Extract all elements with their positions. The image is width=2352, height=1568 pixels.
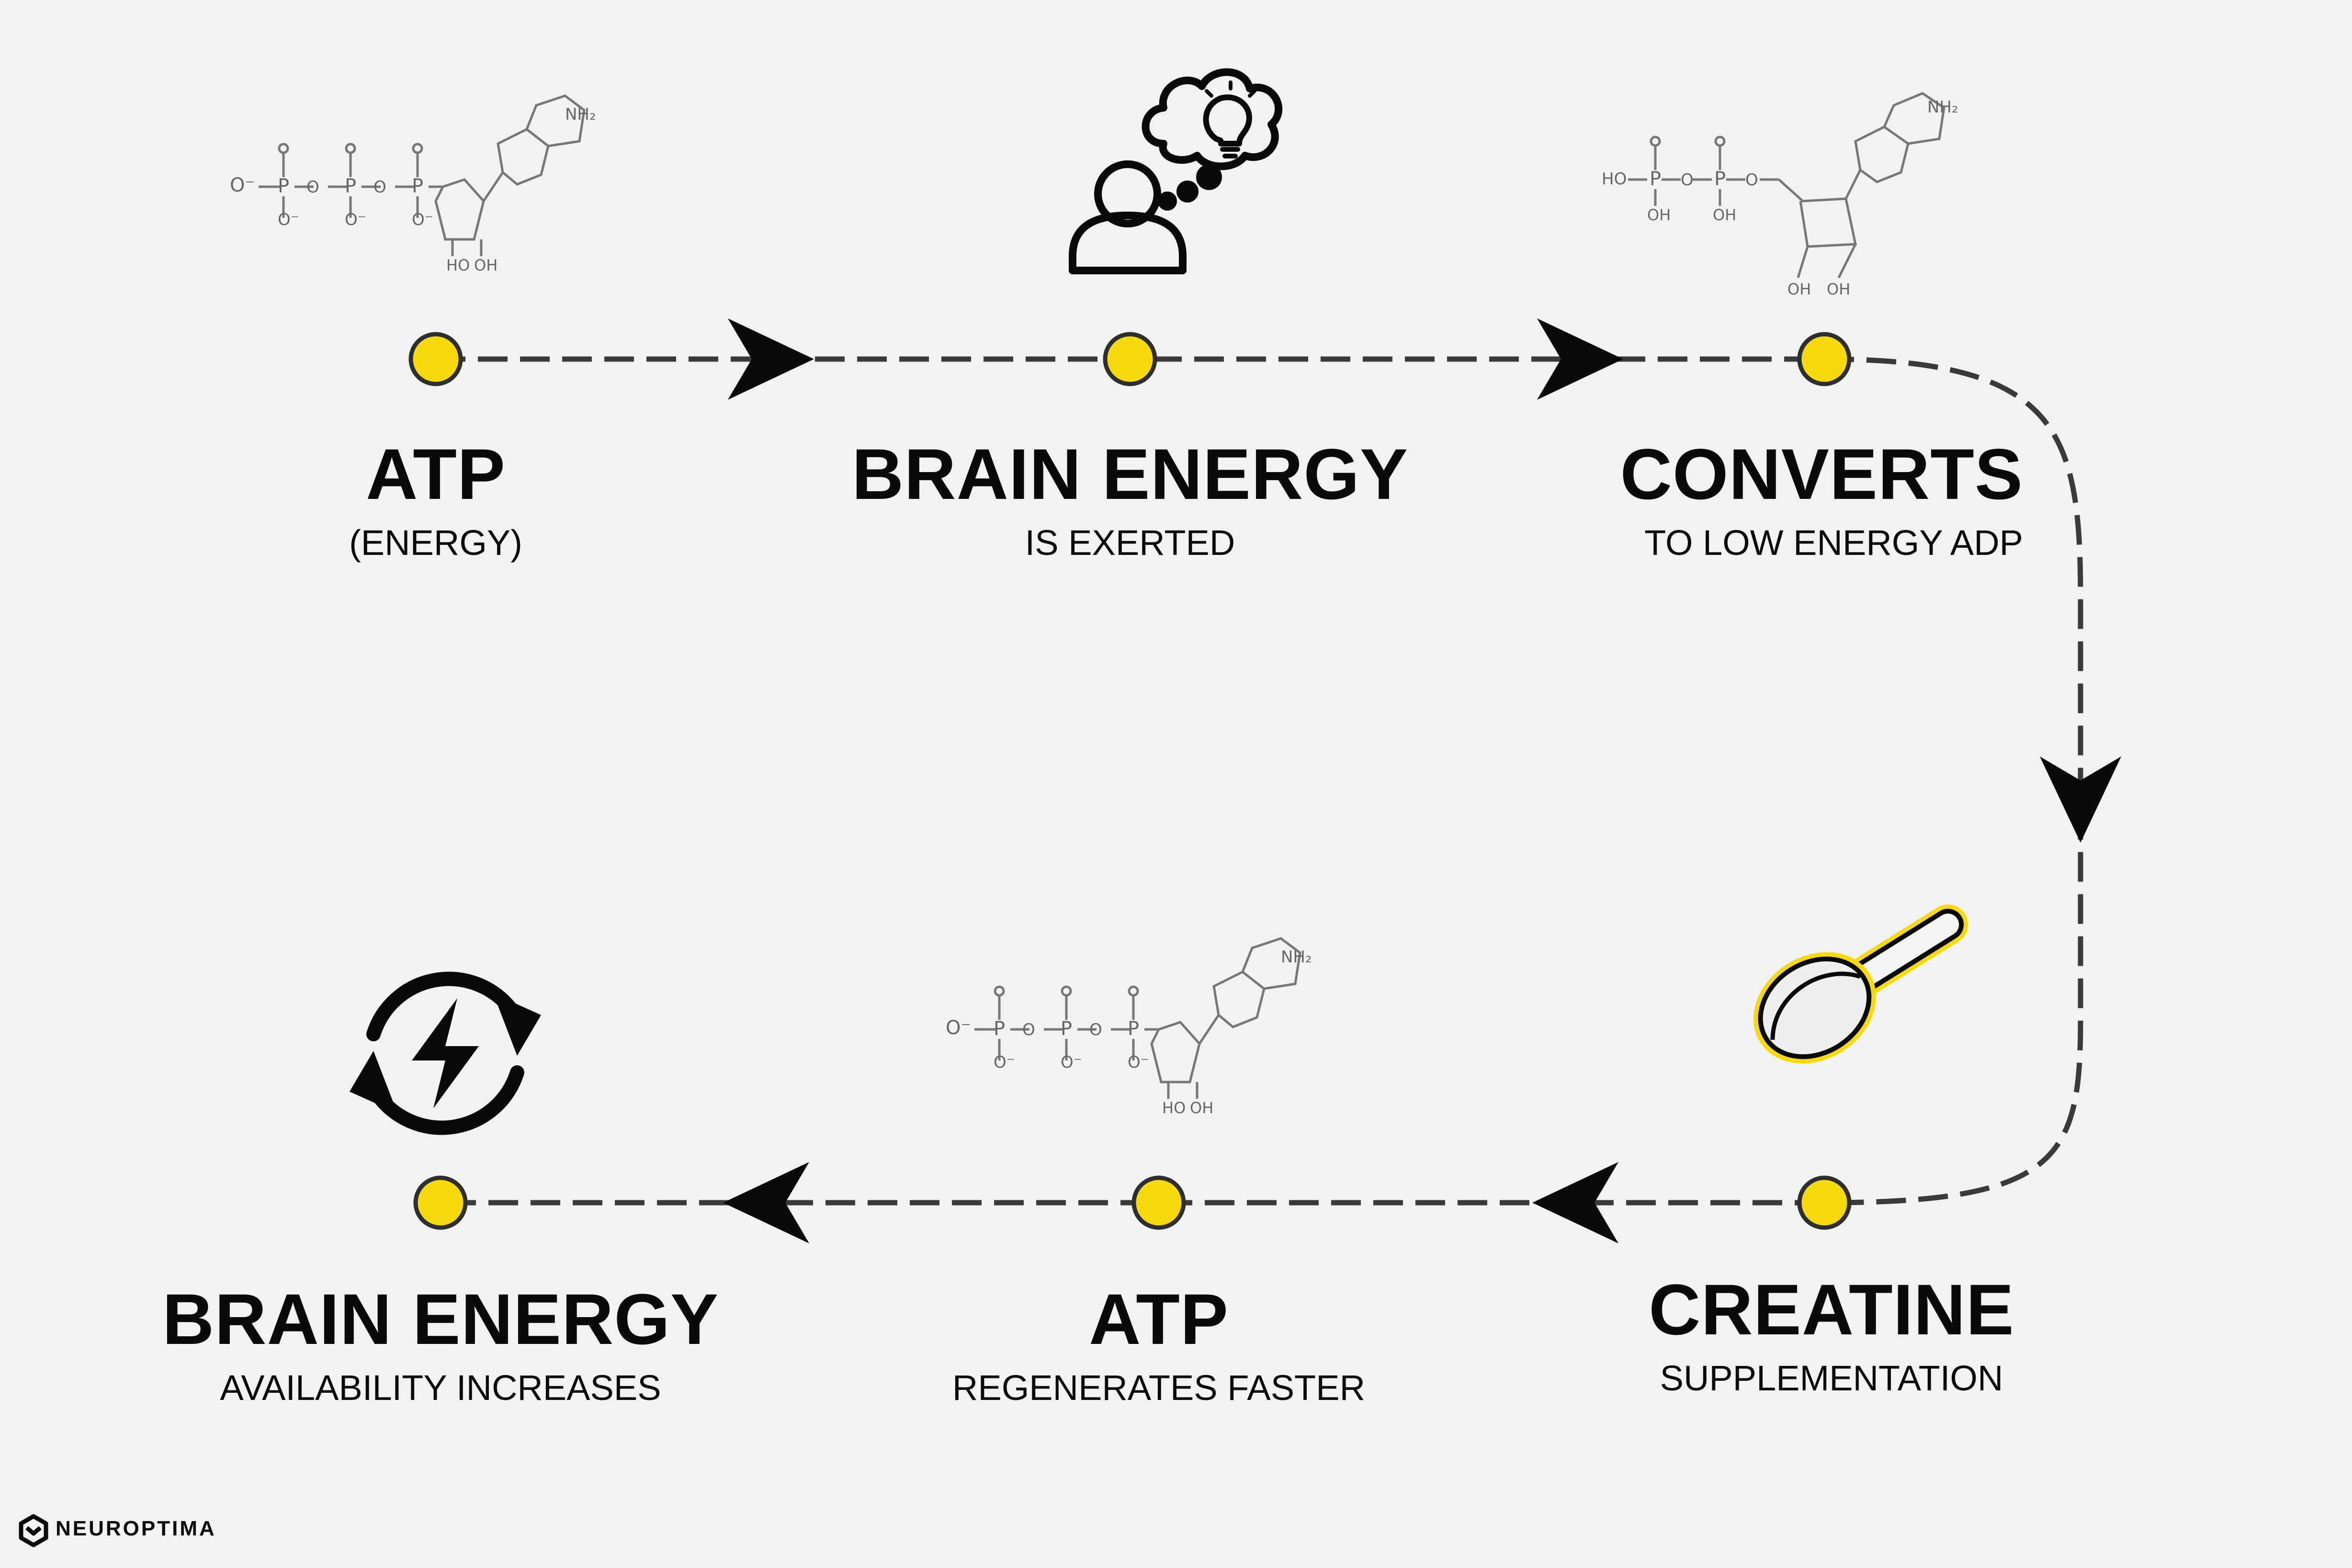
step-title: BRAIN ENERGY [162, 1279, 719, 1359]
charge-4: O⁻ [412, 210, 433, 229]
step-subtitle: REGENERATES FASTER [952, 1368, 1366, 1408]
neuroptima-logo-icon [19, 1514, 48, 1547]
step-subtitle: TO LOW ENERGY ADP [1644, 523, 2023, 563]
step-atp-label: ATP (ENERGY) [297, 438, 575, 561]
adp-hydroxyl-1: OH [1787, 280, 1811, 298]
measuring-scoop-icon [1753, 904, 1968, 1064]
node-converts [1797, 332, 1852, 386]
phosphate-p3: P [412, 175, 423, 197]
step-subtitle: AVAILABILITY INCREASES [220, 1368, 661, 1408]
node-atp-regenerates [1131, 1175, 1186, 1230]
phosphate-p1: P [278, 175, 289, 197]
arrow-right-1 [728, 318, 814, 400]
amine-label: NH₂ [565, 105, 596, 124]
charge-b3: O⁻ [1061, 1053, 1082, 1072]
atp-molecule-regenerated-icon: O⁻ P P P O O O⁻ O⁻ O⁻ NH₂ HO OH [946, 937, 1312, 1117]
step-subtitle: IS EXERTED [1025, 523, 1235, 563]
node-brain-energy-increases [413, 1175, 468, 1230]
brand-wordmark: NEUROPTIMA [20, 1517, 216, 1541]
step-subtitle: SUPPLEMENTATION [1660, 1358, 2003, 1398]
node-brain-energy [1103, 332, 1157, 386]
phosphate-b3: P [1128, 1018, 1139, 1040]
bridge-o2: O [373, 178, 386, 197]
phosphate-b1: P [994, 1018, 1005, 1040]
step-title: ATP [1089, 1279, 1229, 1359]
adp-oh-1: OH [1647, 206, 1671, 224]
step-title: BRAIN ENERGY [851, 434, 1409, 514]
step-brain-energy-label: BRAIN ENERGY IS EXERTED [819, 438, 1441, 561]
hydroxyl-2: OH [474, 256, 498, 274]
charge-b4: O⁻ [1128, 1053, 1149, 1072]
hydroxyl-b2: OH [1190, 1099, 1213, 1117]
adp-oh-2: OH [1713, 206, 1736, 224]
adp-hydroxyl-2: OH [1827, 280, 1850, 298]
step-converts-label: CONVERTS TO LOW ENERGY ADP [1532, 438, 2023, 561]
phosphate-b2: P [1061, 1018, 1072, 1040]
bridge-o1: O [306, 178, 319, 197]
adp-p1: P [1650, 168, 1661, 190]
node-atp [408, 332, 463, 386]
bridge-b1: O [1022, 1020, 1035, 1039]
step-atp-regenerates-label: ATP REGENERATES FASTER [886, 1283, 1432, 1406]
node-creatine [1797, 1175, 1852, 1230]
bridge-b2: O [1089, 1020, 1102, 1039]
amine-label-b: NH₂ [1281, 948, 1312, 967]
step-creatine-label: CREATINE SUPPLEMENTATION [1604, 1274, 2059, 1396]
arrow-down [2040, 756, 2121, 843]
arrow-left-1 [1532, 1162, 1618, 1243]
charge-3: O⁻ [345, 210, 366, 229]
step-subtitle: (ENERGY) [349, 523, 522, 563]
energy-cycle-icon [350, 971, 541, 1135]
thinking-person-lightbulb-icon [1069, 68, 1283, 274]
terminal-ho: HO [1602, 169, 1627, 189]
hydroxyl-b1: HO [1162, 1099, 1186, 1117]
charge-label: O⁻ [230, 174, 255, 196]
charge-b2: O⁻ [994, 1053, 1015, 1072]
atp-molecule-icon: O⁻ P P P O O O⁻ O⁻ O⁻ NH₂ HO OH [230, 94, 596, 274]
adp-amine: NH₂ [1927, 98, 1958, 117]
phosphate-p2: P [345, 175, 356, 197]
adp-link-o: O [1745, 170, 1758, 190]
charge-2: O⁻ [278, 210, 299, 229]
charge-label-b: O⁻ [946, 1017, 971, 1039]
adp-molecule-icon: HO P P O O OH OH NH₂ OH OH [1602, 92, 1958, 298]
step-brain-energy-increases-label: BRAIN ENERGY AVAILABILITY INCREASES [134, 1283, 747, 1406]
brand-name: NEUROPTIMA [56, 1517, 216, 1540]
arrow-left-2 [723, 1162, 809, 1243]
adp-p2: P [1714, 168, 1726, 190]
step-title: CREATINE [1649, 1269, 2014, 1350]
step-title: ATP [366, 434, 506, 514]
step-title: CONVERTS [1620, 434, 2023, 514]
hydroxyl-1: HO [446, 256, 470, 274]
arrow-right-2 [1537, 318, 1623, 400]
adp-bridge-o: O [1681, 170, 1694, 190]
